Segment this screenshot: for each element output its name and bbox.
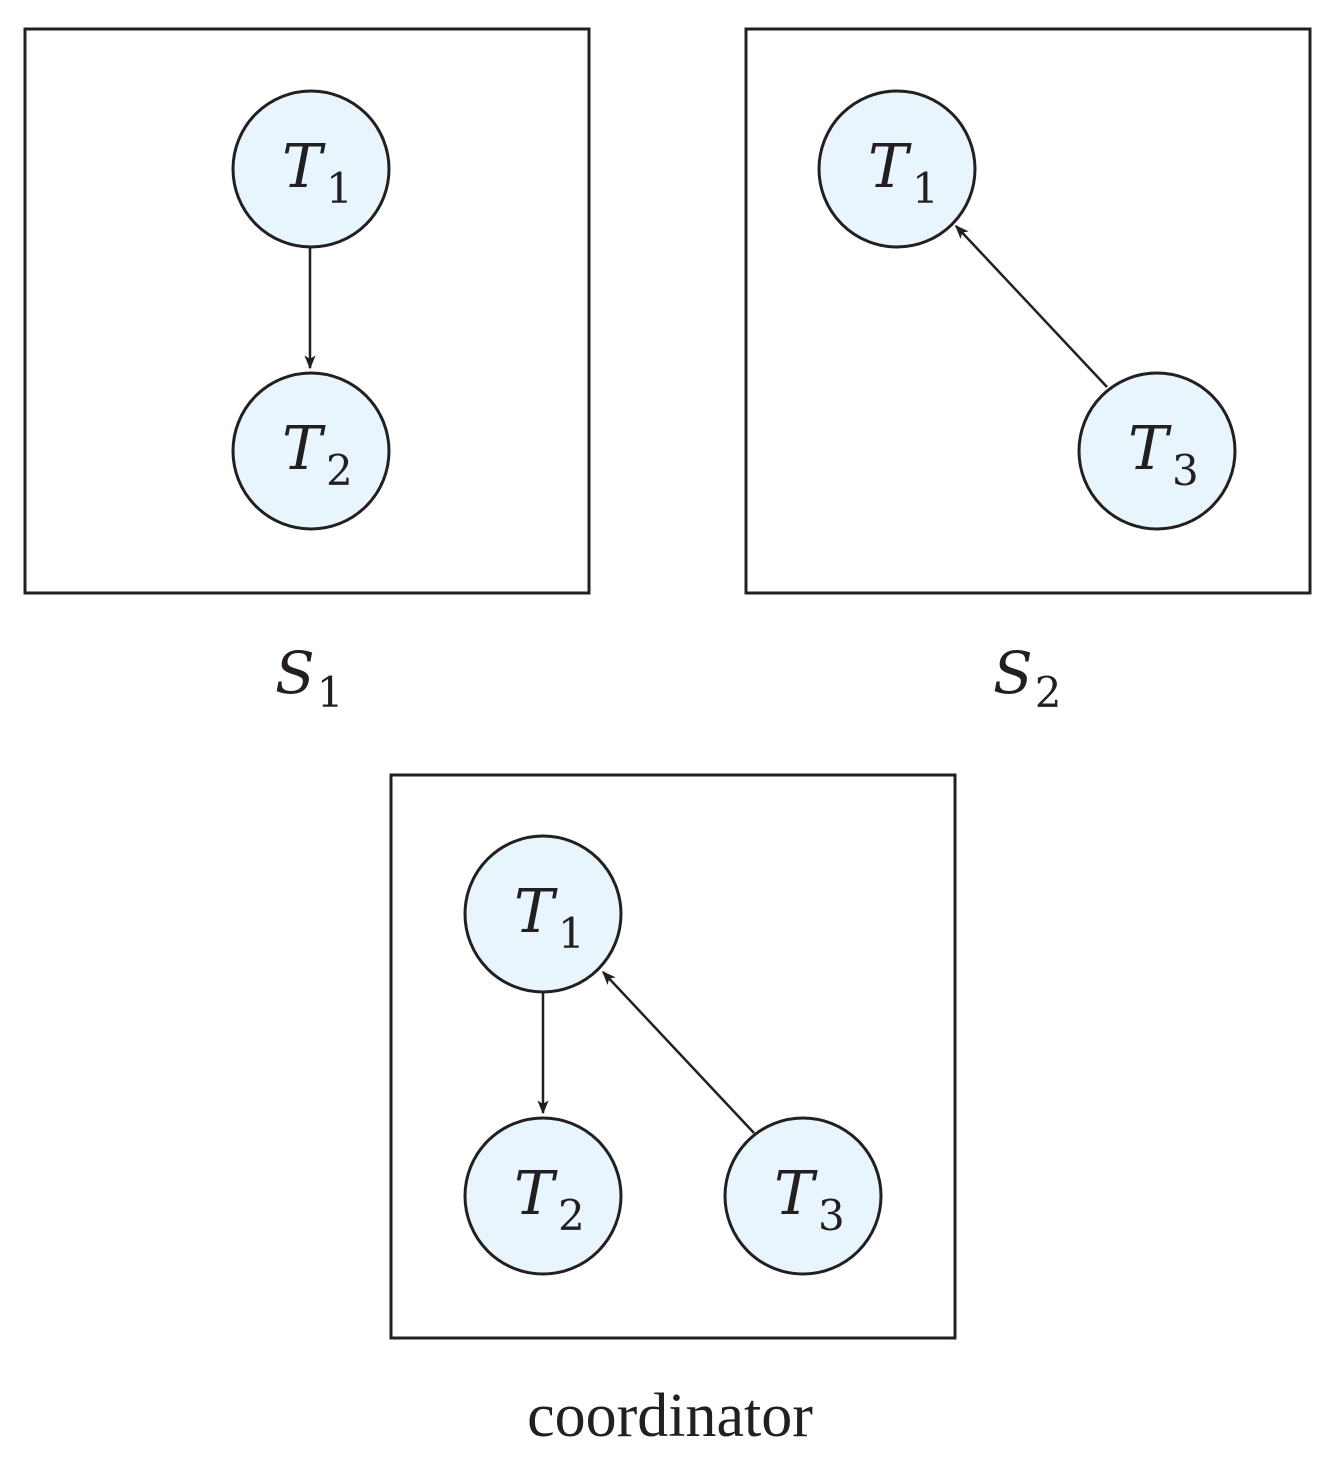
edge-t3-to-t1	[602, 970, 755, 1134]
node-t1-label: T1	[282, 132, 353, 213]
node-t2: T2	[231, 371, 391, 531]
node-t1-label: T1	[868, 132, 939, 213]
node-t3-label: T3	[1128, 414, 1199, 495]
node-t1-circle	[231, 89, 391, 249]
node-t3-label: T3	[774, 1159, 845, 1240]
node-t2-circle	[231, 371, 391, 531]
node-t2: T2	[463, 1116, 623, 1276]
node-t2-label: T2	[514, 1159, 585, 1240]
coordinator-box	[389, 773, 957, 1340]
node-t1-label: T1	[514, 877, 585, 958]
edge-t3-to-t1	[955, 224, 1108, 388]
node-t3-circle	[1077, 371, 1237, 531]
node-t3: T3	[1077, 371, 1237, 531]
caption-s1: S1	[275, 639, 343, 717]
panel-coordinator: T1 T2 T3 coordinator	[389, 773, 957, 1450]
node-t2-circle	[463, 1116, 623, 1276]
node-t2-label: T2	[282, 414, 353, 495]
node-t1-circle	[817, 89, 977, 249]
caption-coordinator: coordinator	[527, 1382, 813, 1450]
node-t1-circle	[463, 834, 623, 994]
site-s2-box	[744, 27, 1312, 595]
caption-s2: S2	[993, 639, 1061, 717]
panel-s2: T1 T3 S2	[744, 27, 1312, 717]
node-t1: T1	[463, 834, 623, 994]
node-t3-circle	[723, 1116, 883, 1276]
node-t1: T1	[231, 89, 391, 249]
node-t1: T1	[817, 89, 977, 249]
site-s1-box	[23, 27, 591, 595]
panel-s1: T1 T2 S1	[23, 27, 591, 717]
node-t3: T3	[723, 1116, 883, 1276]
